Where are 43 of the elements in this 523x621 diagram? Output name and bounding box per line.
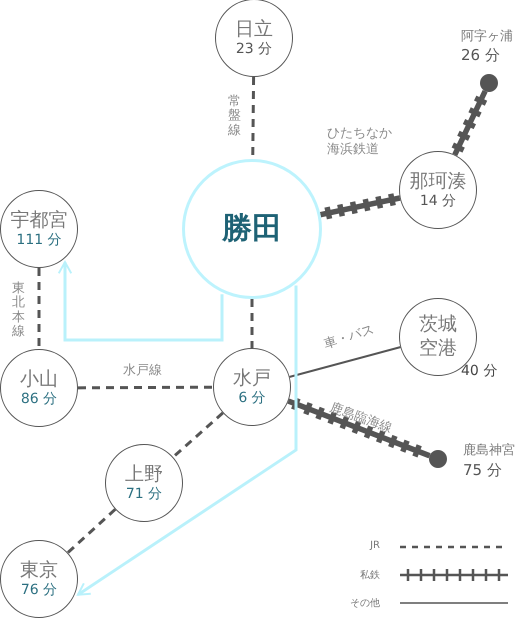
- rail-line: [172, 412, 224, 458]
- line-label: 鹿島臨海線: [327, 400, 394, 438]
- dot-marker: [480, 74, 498, 92]
- railway-line: [286, 396, 432, 460]
- station-name: 宇都宮: [10, 209, 68, 232]
- railway-line: [318, 191, 403, 222]
- travel-time: 75 分: [463, 461, 502, 480]
- station-name: 鹿島神宮: [463, 442, 515, 459]
- travel-time: 14 分: [420, 193, 456, 210]
- rail-line: [38, 268, 40, 349]
- station-name: 阿字ヶ浦: [461, 28, 513, 45]
- line-label: 車・バス: [322, 322, 376, 354]
- rail-line: [66, 508, 116, 554]
- dot-marker: [429, 450, 447, 468]
- road-line: [289, 346, 401, 378]
- travel-time: 26 分: [461, 46, 500, 65]
- station-name: 東京: [20, 559, 58, 582]
- route-arrow: [58, 261, 224, 342]
- railway-line: [450, 88, 489, 158]
- legend-label: その他: [349, 597, 380, 610]
- travel-time: 76 分: [20, 582, 58, 599]
- travel-time: 86 分: [20, 391, 58, 408]
- station-name: 那珂湊: [410, 170, 466, 193]
- line-label: 水戸線: [123, 363, 162, 380]
- route-arrow: [76, 285, 298, 596]
- legend-label: JR: [368, 540, 380, 551]
- legend-label: 私鉄: [359, 568, 380, 582]
- line-label: ひたちなか海浜鉄道: [327, 126, 393, 158]
- travel-time: 71 分: [126, 486, 162, 503]
- travel-time: 111 分: [16, 232, 62, 249]
- rail-line: [250, 299, 254, 348]
- line-label: 常盤線: [228, 95, 241, 138]
- station-name: 小山: [20, 368, 58, 391]
- station-name: 上野: [125, 463, 163, 486]
- travel-time: 40 分: [461, 362, 498, 380]
- rail-line: [78, 386, 213, 390]
- line-label: 東北本線: [12, 282, 25, 340]
- travel-time: 23 分: [236, 41, 272, 58]
- station-name: 勝田: [222, 211, 282, 247]
- station-name: 日立: [235, 18, 273, 41]
- station-name: 茨城空港: [418, 313, 458, 361]
- travel-time: 6 分: [238, 390, 266, 407]
- station-name: 水戸: [233, 367, 271, 390]
